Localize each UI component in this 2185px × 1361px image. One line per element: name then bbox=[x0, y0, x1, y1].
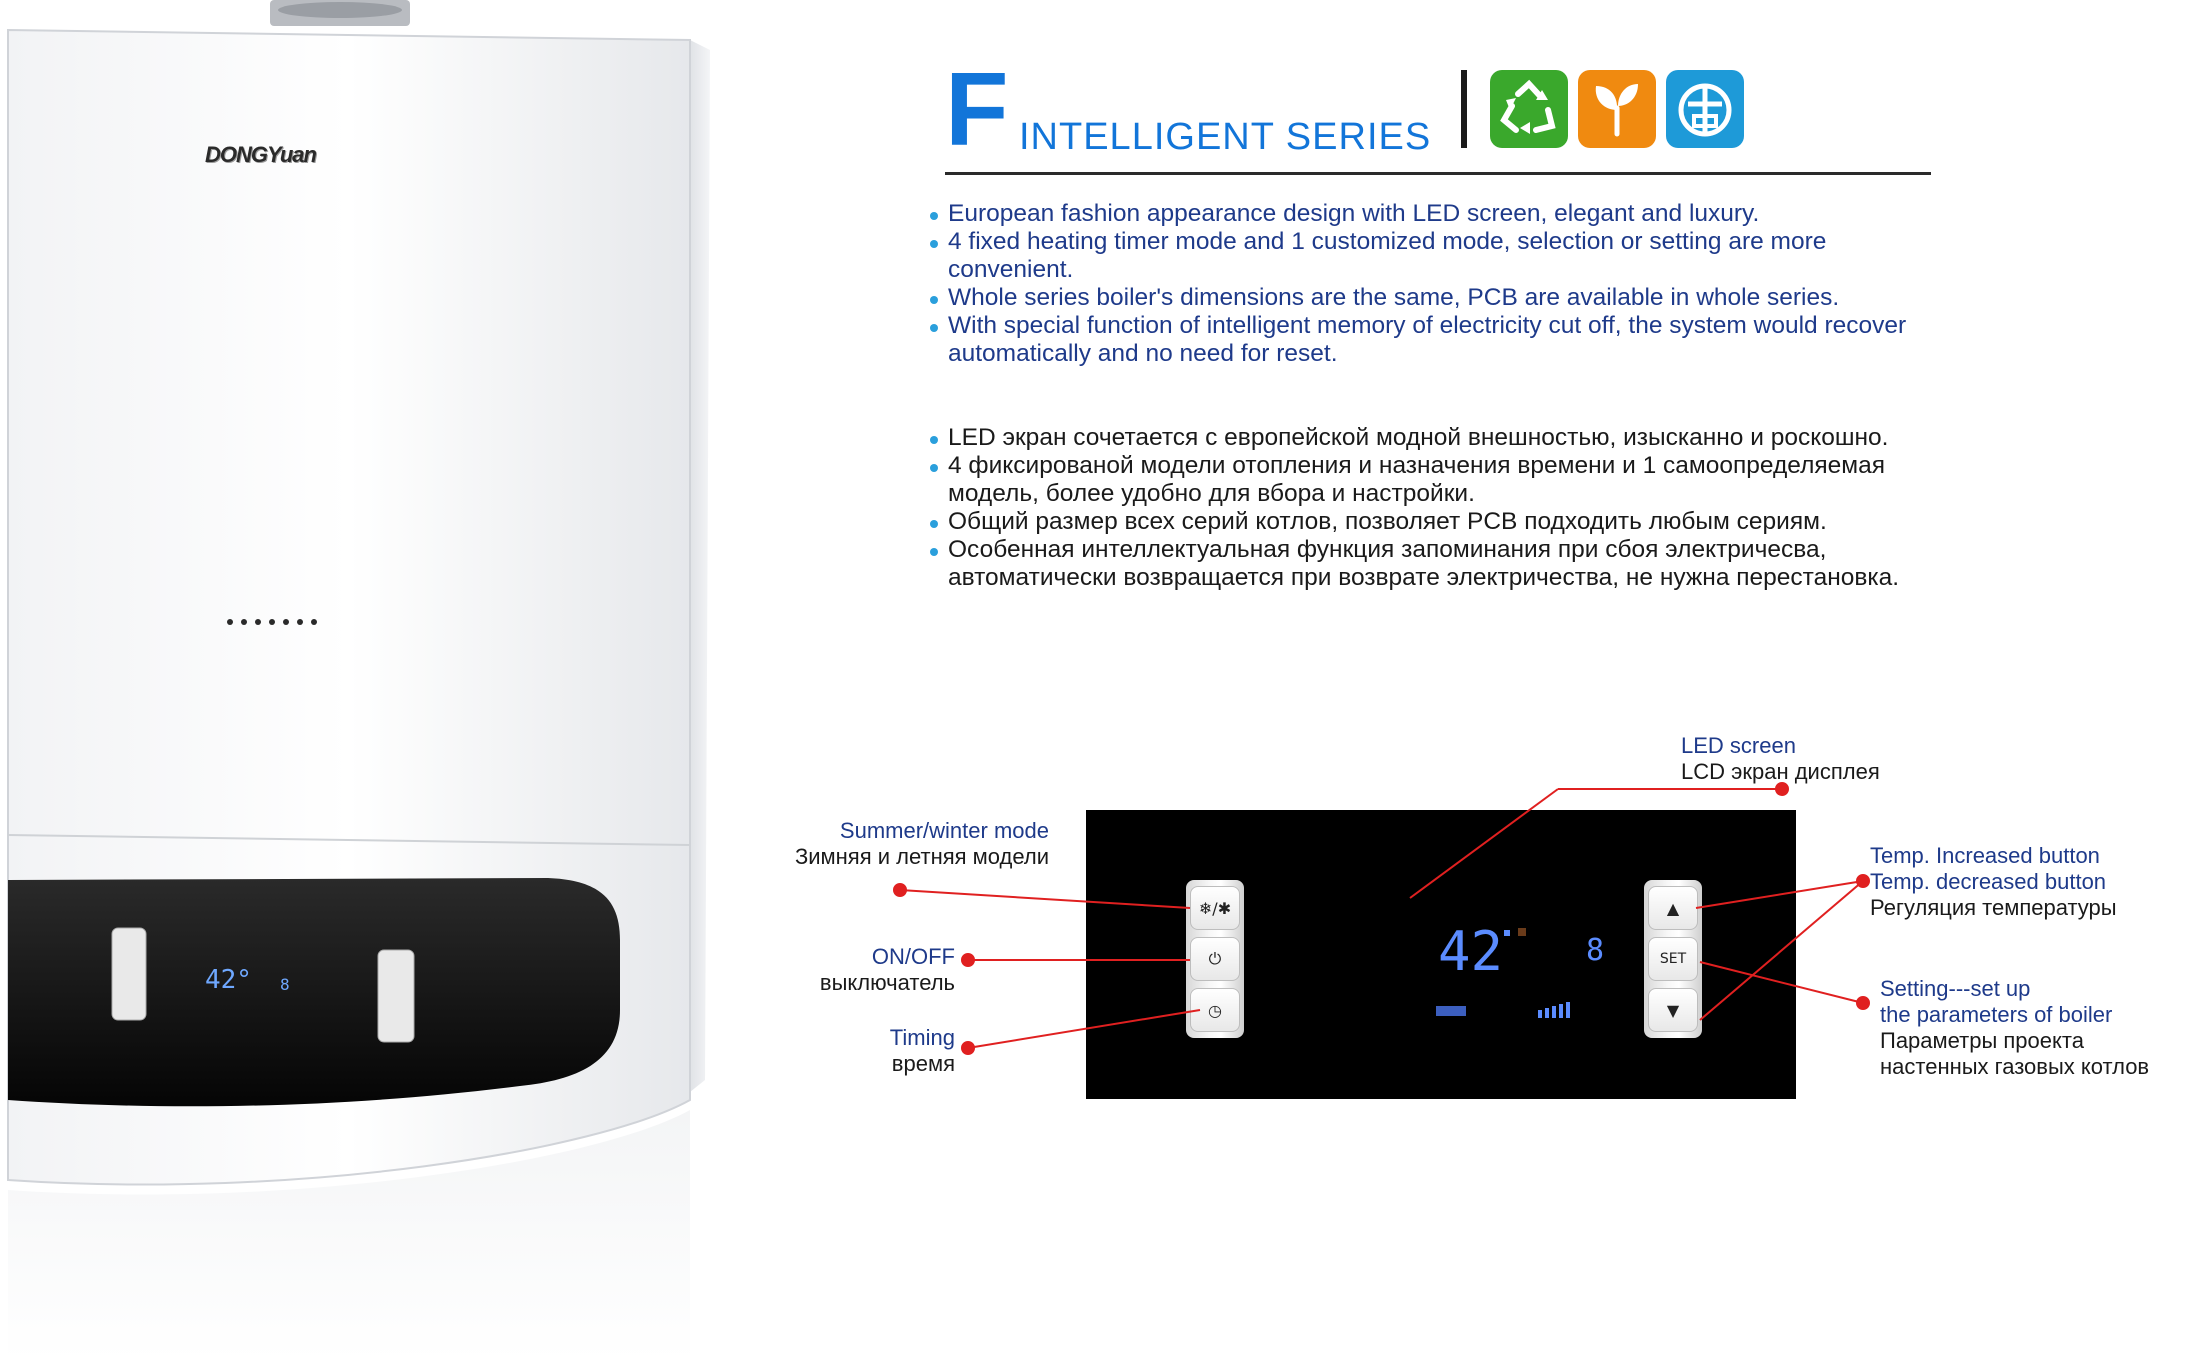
series-letter: F bbox=[945, 52, 1009, 168]
feature-ru-item: Общий размер всех серий котлов, позволяе… bbox=[930, 508, 1950, 536]
temp-up-button[interactable]: ▲ bbox=[1648, 886, 1698, 930]
callout-on-off-en: ON/OFF bbox=[871, 944, 955, 969]
svg-text:8: 8 bbox=[280, 975, 290, 994]
callout-setting-en2: the parameters of boiler bbox=[1880, 1002, 2113, 1027]
features-en-list: European fashion appearance design with … bbox=[930, 200, 1950, 368]
callout-timing-en: Timing bbox=[889, 1025, 955, 1050]
timer-button[interactable]: ◷ bbox=[1190, 988, 1240, 1032]
set-button[interactable]: SET bbox=[1648, 937, 1698, 981]
water-drop-icon bbox=[1666, 70, 1744, 148]
svg-text:42°: 42° bbox=[205, 965, 252, 995]
title-divider bbox=[1461, 70, 1467, 148]
brand-logo: DONGYuan bbox=[205, 142, 317, 167]
lcd-display: 42 8 bbox=[1436, 920, 1604, 1018]
callout-temp-down-en: Temp. decreased button bbox=[1870, 869, 2107, 894]
lcd-flame-indicator bbox=[1518, 928, 1526, 936]
power-button[interactable]: ⏻ bbox=[1190, 937, 1240, 981]
callout-summer-winter-ru: Зимняя и летняя модели bbox=[794, 844, 1049, 869]
callout-temperature: Temp. Increased button Temp. decreased b… bbox=[1870, 843, 2117, 921]
boiler-illustration: 42° 8 DONGYuan bbox=[0, 0, 720, 1361]
feature-en-item: With special function of intelligent mem… bbox=[930, 312, 1950, 368]
callout-timing-ru: время bbox=[891, 1051, 955, 1076]
recycle-icon bbox=[1490, 70, 1568, 148]
summer-winter-button[interactable]: ❄/✱ bbox=[1190, 886, 1240, 930]
callout-temp-ru: Регуляция температуры bbox=[1870, 895, 2117, 920]
feature-en-item: Whole series boiler's dimensions are the… bbox=[930, 284, 1950, 312]
right-keypad: ▲ SET ▼ bbox=[1644, 880, 1702, 1038]
control-panel: ❄/✱ ⏻ ◷ 42 8 ▲ SET ▼ bbox=[1086, 810, 1796, 1099]
lcd-main-readout: 42 bbox=[1438, 920, 1503, 983]
boiler-body: 42° 8 bbox=[7, 0, 710, 1361]
callout-led-screen-ru: LCD экран дисплея bbox=[1681, 759, 1880, 784]
callout-on-off-ru: выключатель bbox=[819, 970, 955, 995]
series-name: INTELLIGENT SERIES bbox=[1019, 116, 1432, 158]
callout-setting-en1: Setting---set up bbox=[1880, 976, 2031, 1001]
features-ru-list: LED экран сочетается с европейской модно… bbox=[930, 424, 1950, 592]
callout-summer-winter-en: Summer/winter mode bbox=[839, 818, 1049, 843]
callout-timing: Timing время bbox=[890, 1025, 955, 1077]
lcd-bar-meter bbox=[1538, 1002, 1570, 1018]
callout-setting: Setting---set up the parameters of boile… bbox=[1880, 976, 2149, 1080]
lcd-mode-indicator bbox=[1436, 1006, 1466, 1016]
callout-summer-winter: Summer/winter mode Зимняя и летняя модел… bbox=[795, 818, 1049, 870]
feature-en-item: 4 fixed heating timer mode and 1 customi… bbox=[930, 228, 1950, 284]
feature-ru-item: 4 фиксированой модели отопления и назнач… bbox=[930, 452, 1950, 508]
left-keypad: ❄/✱ ⏻ ◷ bbox=[1186, 880, 1244, 1038]
callout-on-off: ON/OFF выключатель bbox=[820, 944, 955, 996]
callout-setting-ru2: настенных газовых котлов bbox=[1880, 1054, 2150, 1079]
lcd-indicator bbox=[1504, 930, 1510, 936]
callout-led-screen-en: LED screen bbox=[1681, 733, 1796, 758]
temp-down-button[interactable]: ▼ bbox=[1648, 988, 1698, 1032]
feature-ru-item: Особенная интеллектуальная функция запом… bbox=[930, 536, 1950, 592]
callout-setting-ru1: Параметры проекта bbox=[1880, 1028, 2084, 1053]
callout-temp-up-en: Temp. Increased button bbox=[1870, 843, 2100, 868]
feature-en-item: European fashion appearance design with … bbox=[930, 200, 1950, 228]
leaf-icon bbox=[1578, 70, 1656, 148]
feature-ru-item: LED экран сочетается с европейской модно… bbox=[930, 424, 1950, 452]
lcd-side-readout: 8 bbox=[1586, 933, 1604, 968]
header-rule bbox=[945, 172, 1931, 175]
callout-led-screen: LED screen LCD экран дисплея bbox=[1681, 733, 1880, 785]
